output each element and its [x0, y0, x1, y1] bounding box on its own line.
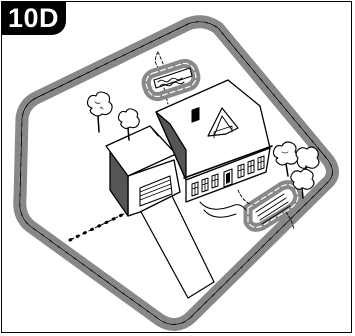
property-boundary	[13, 15, 339, 331]
tree-icon	[272, 141, 300, 177]
garage-icon	[105, 125, 181, 217]
tree-icon	[86, 91, 113, 133]
pipe-to-drain-field	[237, 189, 295, 231]
tree-icon	[117, 108, 140, 141]
diagram-label: 10D	[2, 2, 66, 35]
house-icon	[155, 79, 273, 203]
driveway	[139, 195, 247, 299]
septic-tank-icon	[141, 58, 201, 102]
tree-icon	[290, 168, 315, 199]
drain-field-icon	[243, 180, 303, 232]
